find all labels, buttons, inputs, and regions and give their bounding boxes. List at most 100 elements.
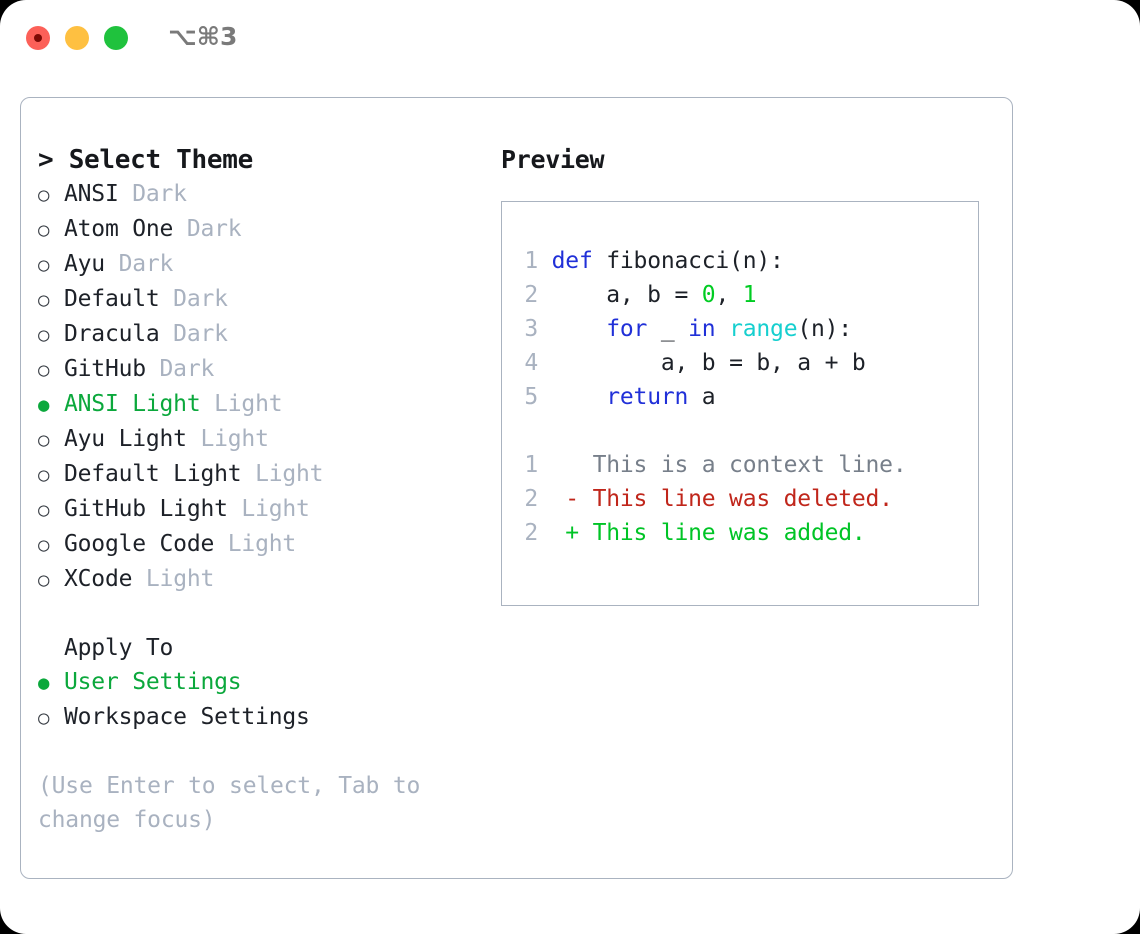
apply-to-heading: Apply To — [64, 635, 174, 661]
theme-option-github[interactable]: ○ GitHub Dark — [38, 352, 488, 387]
radio-unselected-icon: ○ — [38, 707, 50, 729]
line-number: 1 — [524, 452, 538, 478]
code-line: 5 return a — [516, 380, 906, 414]
code-token-txt: a — [688, 384, 716, 410]
code-token-kw: in — [688, 316, 716, 342]
code-token-txt: a, b = — [551, 282, 702, 308]
main-panel: > Select Theme ○ANSI Dark○Atom One Dark○… — [20, 97, 1013, 879]
code-line: 2 a, b = 0, 1 — [516, 278, 906, 312]
line-number: 3 — [524, 316, 538, 342]
theme-category: Dark — [118, 181, 187, 207]
theme-name: GitHub — [64, 356, 146, 382]
theme-option-ansi[interactable]: ○ ANSI Dark — [38, 177, 488, 212]
theme-option-default[interactable]: ○Default Dark — [38, 282, 488, 317]
preview-heading: Preview — [501, 145, 605, 174]
theme-list[interactable]: ○ANSI Dark○Atom One Dark○Ayu Dark○Defaul… — [38, 177, 488, 597]
theme-category: Light — [241, 461, 324, 487]
window-controls — [26, 26, 128, 50]
apply-to-option-workspace-settings[interactable]: ○Workspace Settings — [38, 700, 488, 735]
radio-unselected-icon: ○ — [38, 324, 50, 346]
line-number: 2 — [524, 486, 538, 512]
line-number: 2 — [524, 520, 538, 546]
radio-unselected-icon: ○ — [38, 499, 50, 521]
theme-option-ayu[interactable]: ○ Ayu Dark — [38, 247, 488, 282]
diff-line-ctx: 1 This is a context line. — [516, 448, 906, 482]
radio-unselected-icon: ○ — [38, 184, 50, 206]
code-token-kw: for — [606, 316, 648, 342]
theme-category: Dark — [104, 251, 174, 277]
theme-name: ANSI Light — [64, 391, 201, 417]
theme-option-default-light[interactable]: ○ Default Light Light — [38, 457, 488, 492]
apply-to-option-user-settings[interactable]: ● User Settings — [38, 665, 488, 700]
theme-option-atom-one[interactable]: ○ Atom One Dark — [38, 212, 488, 247]
select-theme-heading: > Select Theme — [38, 145, 253, 175]
preview-column: Preview 1 def fibonacci(n):2 a, b = 0, 1… — [501, 143, 991, 606]
maximize-window-icon[interactable] — [104, 26, 128, 50]
title-bar: ⌥⌘3 — [0, 0, 1140, 78]
theme-category: Light — [200, 391, 283, 417]
keyboard-hint-text: (Use Enter to select, Tab to change focu… — [38, 773, 421, 833]
theme-category: Light — [214, 531, 297, 557]
theme-name: Ayu — [64, 251, 105, 277]
radio-unselected-icon: ○ — [38, 569, 50, 591]
theme-name: Atom One — [64, 216, 174, 242]
theme-category: Light — [186, 426, 269, 452]
code-token-txt — [715, 316, 729, 342]
theme-category: Dark — [159, 321, 228, 347]
code-line: 1 def fibonacci(n): — [516, 244, 906, 278]
theme-option-google-code[interactable]: ○ Google Code Light — [38, 527, 488, 562]
theme-option-github-light[interactable]: ○ GitHub Light Light — [38, 492, 488, 527]
line-number: 2 — [524, 282, 538, 308]
code-token-num: 0 — [701, 282, 716, 308]
minimize-window-icon[interactable] — [65, 26, 89, 50]
keyboard-shortcut-label: ⌥⌘3 — [168, 22, 238, 51]
code-token-kw: def — [551, 248, 593, 274]
theme-option-ayu-light[interactable]: ○Ayu Light Light — [38, 422, 488, 457]
diff-line-text: - This line was deleted. — [538, 486, 893, 512]
theme-name: Google Code — [64, 531, 215, 557]
theme-name: Default Light — [64, 461, 242, 487]
radio-selected-icon: ● — [38, 394, 50, 416]
line-number: 1 — [524, 248, 538, 274]
code-token-kw: return — [606, 384, 689, 410]
diff-line-del: 2 - This line was deleted. — [516, 482, 906, 516]
code-token-txt: (n): — [797, 316, 852, 342]
diff-line-text: This is a context line. — [538, 452, 907, 478]
theme-category: Light — [132, 566, 215, 592]
line-number: 4 — [524, 350, 538, 376]
close-window-icon[interactable] — [26, 26, 50, 50]
radio-unselected-icon: ○ — [38, 254, 50, 276]
apply-to-label: User Settings — [64, 669, 242, 695]
code-line: 3 for _ in range(n): — [516, 312, 906, 346]
radio-unselected-icon: ○ — [38, 359, 50, 381]
theme-option-xcode[interactable]: ○ XCode Light — [38, 562, 488, 597]
theme-name: Ayu Light — [64, 426, 187, 452]
preview-separator — [516, 414, 906, 448]
theme-category: Light — [227, 496, 310, 522]
theme-option-dracula[interactable]: ○ Dracula Dark — [38, 317, 488, 352]
code-token-txt — [552, 384, 607, 410]
theme-category: Dark — [173, 216, 242, 242]
theme-name: XCode — [64, 566, 133, 592]
radio-unselected-icon: ○ — [38, 464, 50, 486]
theme-name: ANSI — [64, 181, 119, 207]
code-token-txt: , — [715, 282, 743, 308]
code-line: 4 a, b = b, a + b — [516, 346, 906, 380]
radio-unselected-icon: ○ — [38, 289, 50, 311]
radio-unselected-icon: ○ — [38, 219, 50, 241]
theme-category: Dark — [145, 356, 215, 382]
apply-to-list[interactable]: ● User Settings ○Workspace Settings — [38, 665, 488, 735]
diff-line-text: + This line was added. — [538, 520, 866, 546]
code-token-txt: a, b = b, a + b — [551, 350, 866, 376]
theme-option-ansi-light[interactable]: ● ANSI Light Light — [38, 387, 488, 422]
radio-selected-icon: ● — [38, 672, 50, 694]
theme-name: GitHub Light — [64, 496, 228, 522]
theme-name: Dracula — [64, 321, 160, 347]
radio-unselected-icon: ○ — [38, 534, 50, 556]
code-token-num: 1 — [742, 282, 757, 308]
theme-selector-column: > Select Theme ○ANSI Dark○Atom One Dark○… — [38, 143, 488, 837]
line-number: 5 — [524, 384, 538, 410]
